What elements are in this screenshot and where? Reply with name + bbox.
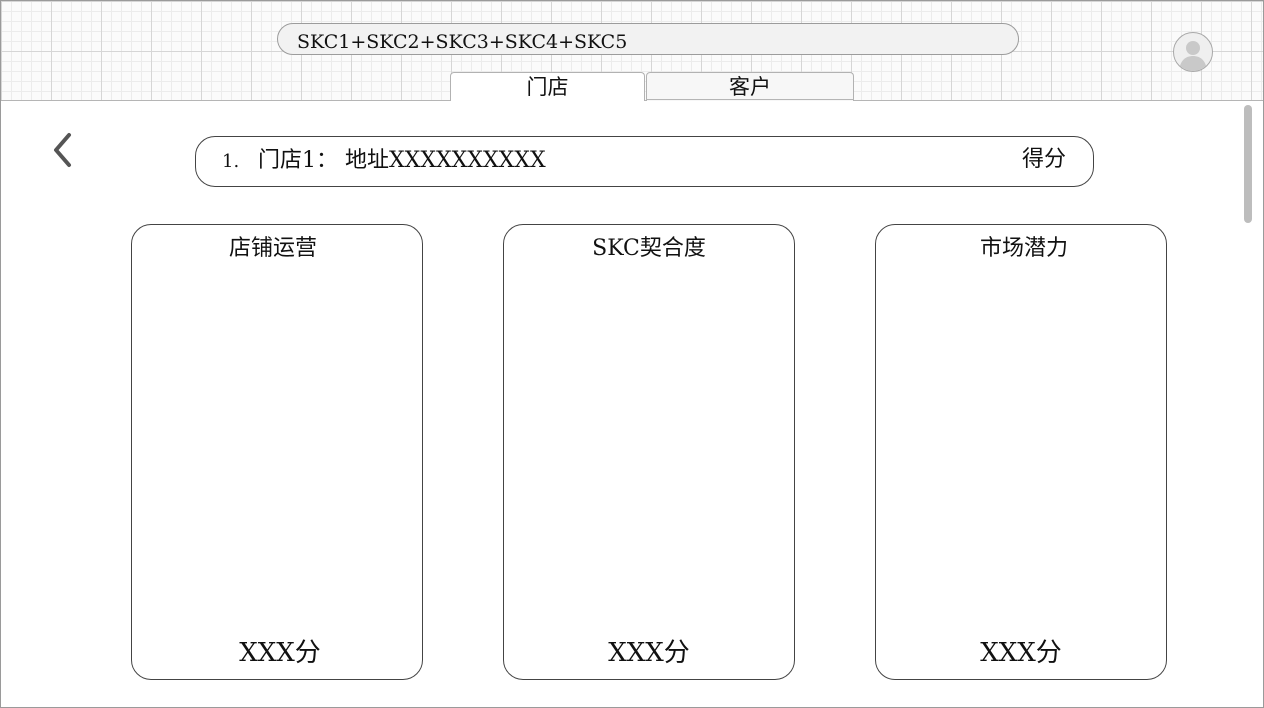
store-index: 1.	[222, 151, 240, 172]
card-title: 市场潜力	[979, 236, 1068, 261]
tab-store-label: 门店	[526, 75, 569, 99]
store-name-address: 门店1： 地址XXXXXXXXXX	[258, 148, 546, 173]
card-market-potential[interactable]: 市场潜力 XXX分	[875, 224, 1167, 680]
tab-store[interactable]: 门店	[450, 72, 645, 101]
tab-customer[interactable]: 客户	[646, 72, 854, 101]
store-score-label: 得分	[1021, 147, 1066, 172]
card-score: XXX分	[980, 638, 1062, 668]
tab-divider	[646, 99, 854, 100]
search-input[interactable]: SKC1+SKC2+SKC3+SKC4+SKC5	[277, 23, 1019, 55]
header: SKC1+SKC2+SKC3+SKC4+SKC5 门店 客户	[1, 1, 1263, 101]
store-list-item[interactable]: 1. 门店1： 地址XXXXXXXXXX 得分	[195, 136, 1094, 187]
tab-customer-label: 客户	[729, 75, 771, 99]
vertical-scrollbar[interactable]	[1244, 105, 1252, 223]
card-store-operation[interactable]: 店铺运营 XXX分	[131, 224, 423, 680]
card-score: XXX分	[239, 638, 321, 668]
card-skc-fit[interactable]: SKC契合度 XXX分	[503, 224, 795, 680]
card-score: XXX分	[608, 638, 690, 668]
user-avatar-icon[interactable]	[1173, 32, 1213, 72]
search-input-value: SKC1+SKC2+SKC3+SKC4+SKC5	[297, 31, 628, 53]
chevron-left-icon[interactable]	[49, 131, 79, 169]
card-title: 店铺运营	[228, 236, 317, 261]
card-title: SKC契合度	[592, 236, 706, 261]
